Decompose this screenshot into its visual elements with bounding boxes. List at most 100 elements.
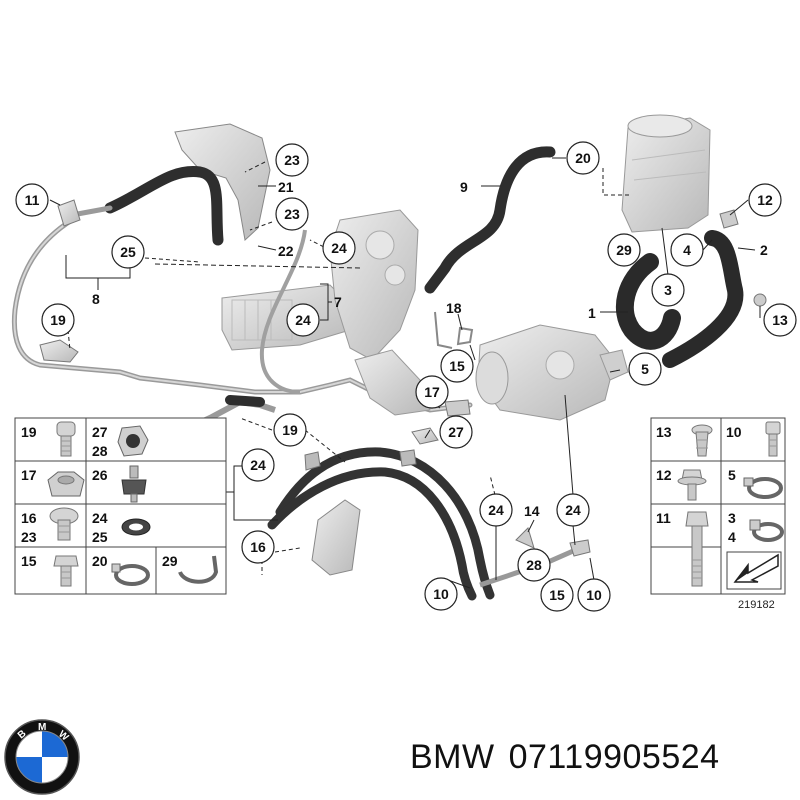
clip-14 xyxy=(515,527,535,549)
band-clamp-icon xyxy=(743,477,783,499)
svg-text:24: 24 xyxy=(250,457,266,473)
spring-clip-icon xyxy=(178,555,219,584)
legend-cell-15: 15 xyxy=(21,553,79,587)
svg-text:27: 27 xyxy=(92,424,108,440)
svg-text:24: 24 xyxy=(488,502,504,518)
svg-text:13: 13 xyxy=(656,424,672,440)
callout-24: 24 xyxy=(322,231,356,265)
steering-gear xyxy=(221,209,431,416)
bmw-logo: B M W xyxy=(4,719,80,795)
bolt-icon xyxy=(56,421,76,457)
svg-text:20: 20 xyxy=(92,553,108,569)
screw-clamp-icon xyxy=(749,519,784,542)
svg-text:20: 20 xyxy=(575,150,591,166)
fluid-reservoir xyxy=(621,114,711,233)
pressure-line-gear xyxy=(259,229,307,394)
label-1: 1 xyxy=(588,305,596,321)
label-22: 22 xyxy=(278,243,294,259)
svg-text:29: 29 xyxy=(616,242,632,258)
hose-assembly-6 xyxy=(267,447,495,601)
callout-4: 4 xyxy=(670,233,704,267)
suction-hose-9 xyxy=(424,146,556,294)
svg-text:23: 23 xyxy=(284,206,300,222)
svg-text:23: 23 xyxy=(21,529,37,545)
clamp-bracket-icon xyxy=(117,425,149,457)
legend-cell-17: 17 xyxy=(21,467,85,497)
callout-15-b: 15 xyxy=(540,578,574,612)
legend-cell-13: 13 xyxy=(656,424,713,457)
svg-text:10: 10 xyxy=(433,586,449,602)
svg-text:10: 10 xyxy=(586,587,602,603)
svg-text:19: 19 xyxy=(21,424,37,440)
svg-text:15: 15 xyxy=(21,553,37,569)
svg-text:15: 15 xyxy=(449,358,465,374)
hex-bolt-icon xyxy=(53,555,79,587)
callout-17: 17 xyxy=(415,375,449,409)
svg-text:24: 24 xyxy=(295,312,311,328)
callout-16: 16 xyxy=(241,530,275,564)
return-hose-upper xyxy=(104,166,224,246)
svg-text:10: 10 xyxy=(726,424,742,440)
svg-text:3: 3 xyxy=(728,510,736,526)
torx-bolt-icon xyxy=(49,507,79,541)
svg-text:17: 17 xyxy=(21,467,37,483)
hose-2 xyxy=(662,230,744,368)
svg-text:11: 11 xyxy=(25,192,40,208)
label-14: 14 xyxy=(524,503,540,519)
legend-cell-27-28: 27 28 xyxy=(92,424,149,459)
svg-text:28: 28 xyxy=(92,443,108,459)
svg-text:24: 24 xyxy=(331,240,347,256)
callout-24-b: 24 xyxy=(286,303,320,337)
callout-29: 29 xyxy=(607,233,641,267)
parts-illustration xyxy=(11,114,767,601)
legend-cell-12: 12 xyxy=(656,467,707,501)
label-21: 21 xyxy=(278,179,294,195)
callout-27: 27 xyxy=(439,415,473,449)
callouts: 11 25 19 23 23 24 24 20 12 29 4 3 13 5 1… xyxy=(15,141,797,612)
bracket-16 xyxy=(311,499,361,576)
svg-text:4: 4 xyxy=(728,529,736,545)
callout-25: 25 xyxy=(111,235,145,269)
callout-15: 15 xyxy=(440,349,474,383)
clamp-27 xyxy=(411,427,439,445)
brand-name: BMW xyxy=(410,738,495,776)
svg-text:23: 23 xyxy=(284,152,300,168)
legend-cell-26: 26 xyxy=(92,465,147,503)
svg-text:16: 16 xyxy=(250,539,266,555)
svg-text:17: 17 xyxy=(424,384,440,400)
expanding-rivet-icon xyxy=(691,424,713,457)
svg-text:15: 15 xyxy=(549,587,565,603)
connector-17 xyxy=(444,399,471,417)
diagram-id: 219182 xyxy=(738,599,775,611)
bracket-18 xyxy=(434,311,474,349)
hex-nut-icon xyxy=(47,471,85,497)
svg-text:4: 4 xyxy=(683,242,691,258)
svg-text:13: 13 xyxy=(772,312,788,328)
label-18: 18 xyxy=(446,300,462,316)
heat-shield xyxy=(174,123,271,241)
callout-23: 23 xyxy=(275,143,309,177)
callout-24-c: 24 xyxy=(241,448,275,482)
label-8: 8 xyxy=(92,291,100,307)
socket-bolt-icon xyxy=(765,421,781,457)
svg-text:12: 12 xyxy=(656,467,672,483)
legend-cell-16-23: 16 23 xyxy=(21,507,79,545)
callout-19-b: 19 xyxy=(273,413,307,447)
svg-text:24: 24 xyxy=(565,502,581,518)
callout-11: 11 xyxy=(15,183,49,217)
svg-text:24: 24 xyxy=(92,510,108,526)
callout-20: 20 xyxy=(566,141,600,175)
svg-text:5: 5 xyxy=(728,467,736,483)
svg-text:19: 19 xyxy=(282,422,298,438)
callout-28: 28 xyxy=(517,548,551,582)
svg-text:28: 28 xyxy=(526,557,542,573)
callout-10: 10 xyxy=(424,577,458,611)
leader-lines xyxy=(49,157,761,591)
callout-13: 13 xyxy=(763,303,797,337)
legend-cell-24-25: 24 25 xyxy=(92,510,151,545)
fastener-legend-right: 13 10 12 5 11 3 4 219182 xyxy=(650,417,786,611)
svg-text:12: 12 xyxy=(757,192,773,208)
legend-cell-11: 11 xyxy=(656,510,709,587)
